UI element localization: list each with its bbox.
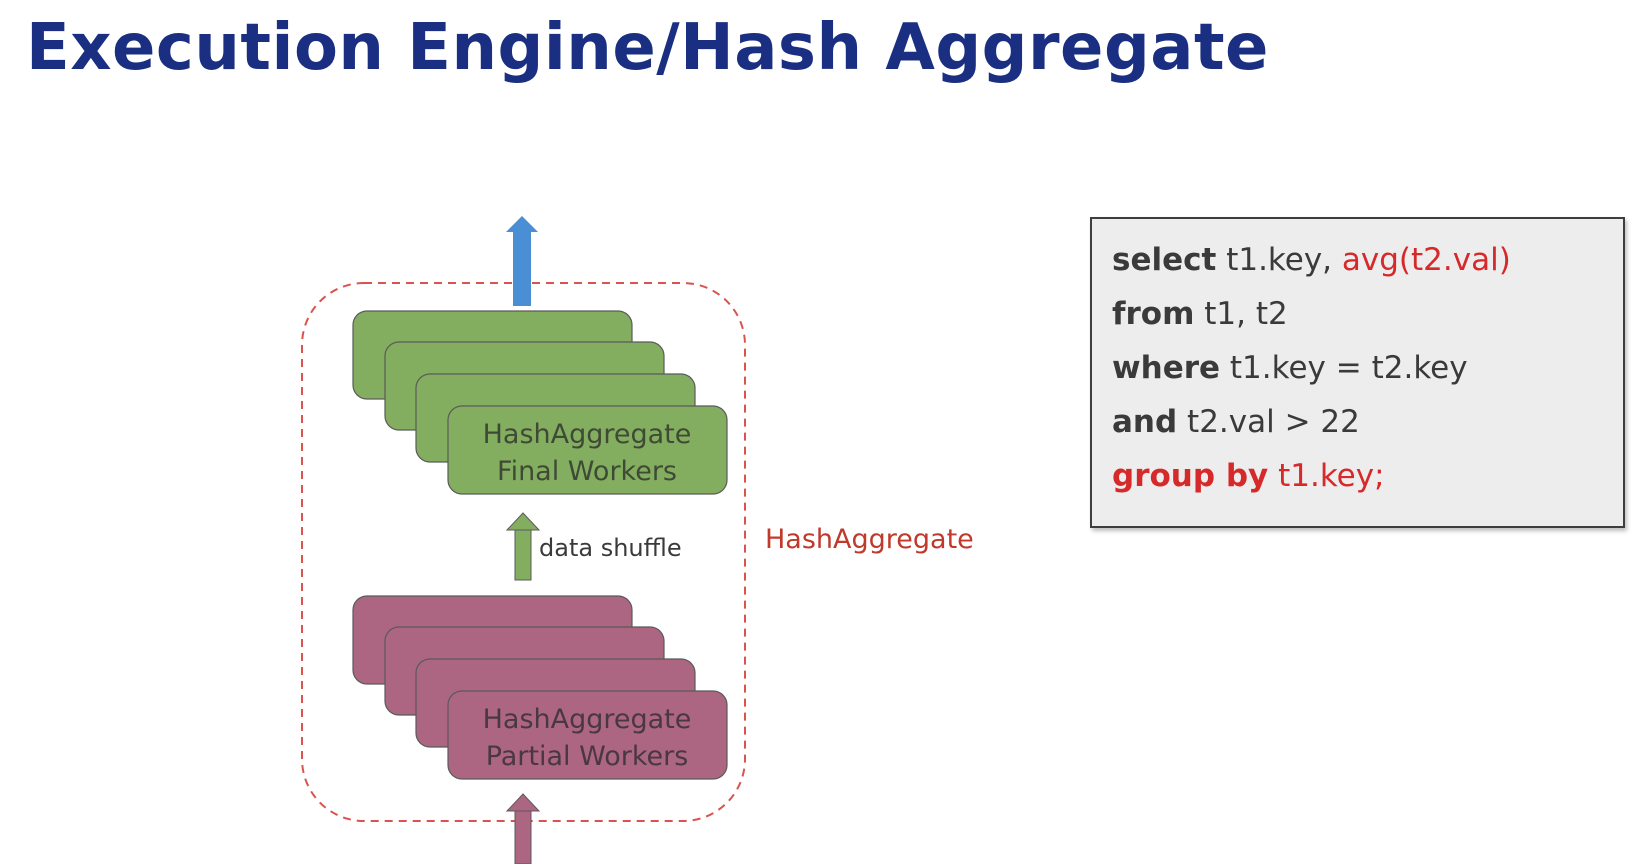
hash-aggregate-group-label: HashAggregate xyxy=(765,524,974,555)
sql-line-from: from t1, t2 xyxy=(1112,287,1623,341)
sql-line-select: select t1.key, avg(t2.val) xyxy=(1112,233,1623,287)
sql-line-where: where t1.key = t2.key xyxy=(1112,341,1623,395)
data-shuffle-label: data shuffle xyxy=(539,534,682,562)
partial-workers-label-line1: HashAggregate xyxy=(483,704,692,735)
sql-aggregate-function: avg(t2.val) xyxy=(1341,242,1511,278)
sql-keyword-from: from xyxy=(1112,296,1195,332)
hash-aggregate-diagram: HashAggregate Final Workers data shuffle… xyxy=(301,216,974,864)
final-workers-stack: HashAggregate Final Workers xyxy=(352,310,728,495)
sql-line-group-by: group by t1.key; xyxy=(1112,449,1623,503)
final-workers-label-line2: Final Workers xyxy=(497,456,677,487)
sql-line-and: and t2.val > 22 xyxy=(1112,395,1623,449)
sql-keyword-group-by: group by xyxy=(1112,458,1269,494)
partial-workers-stack: HashAggregate Partial Workers xyxy=(352,595,728,780)
sql-where-condition: t1.key = t2.key xyxy=(1229,350,1468,386)
sql-select-columns: t1.key, xyxy=(1226,242,1333,278)
sql-keyword-where: where xyxy=(1112,350,1221,386)
sql-and-condition: t2.val > 22 xyxy=(1187,404,1360,440)
sql-keyword-and: and xyxy=(1112,404,1178,440)
final-worker-card-front xyxy=(447,405,728,495)
sql-from-tables: t1, t2 xyxy=(1204,296,1288,332)
sql-group-by-column: t1.key; xyxy=(1278,458,1385,494)
data-shuffle-arrow xyxy=(505,512,541,581)
input-arrow xyxy=(505,793,541,864)
partial-workers-label-line2: Partial Workers xyxy=(486,741,689,772)
slide-title: Execution Engine/Hash Aggregate xyxy=(26,11,1269,85)
final-workers-label-line1: HashAggregate xyxy=(483,419,692,450)
sql-query-box: select t1.key, avg(t2.val) from t1, t2 w… xyxy=(1090,217,1625,528)
sql-keyword-select: select xyxy=(1112,242,1217,278)
output-arrow xyxy=(506,216,538,306)
partial-worker-card-front xyxy=(447,690,728,780)
